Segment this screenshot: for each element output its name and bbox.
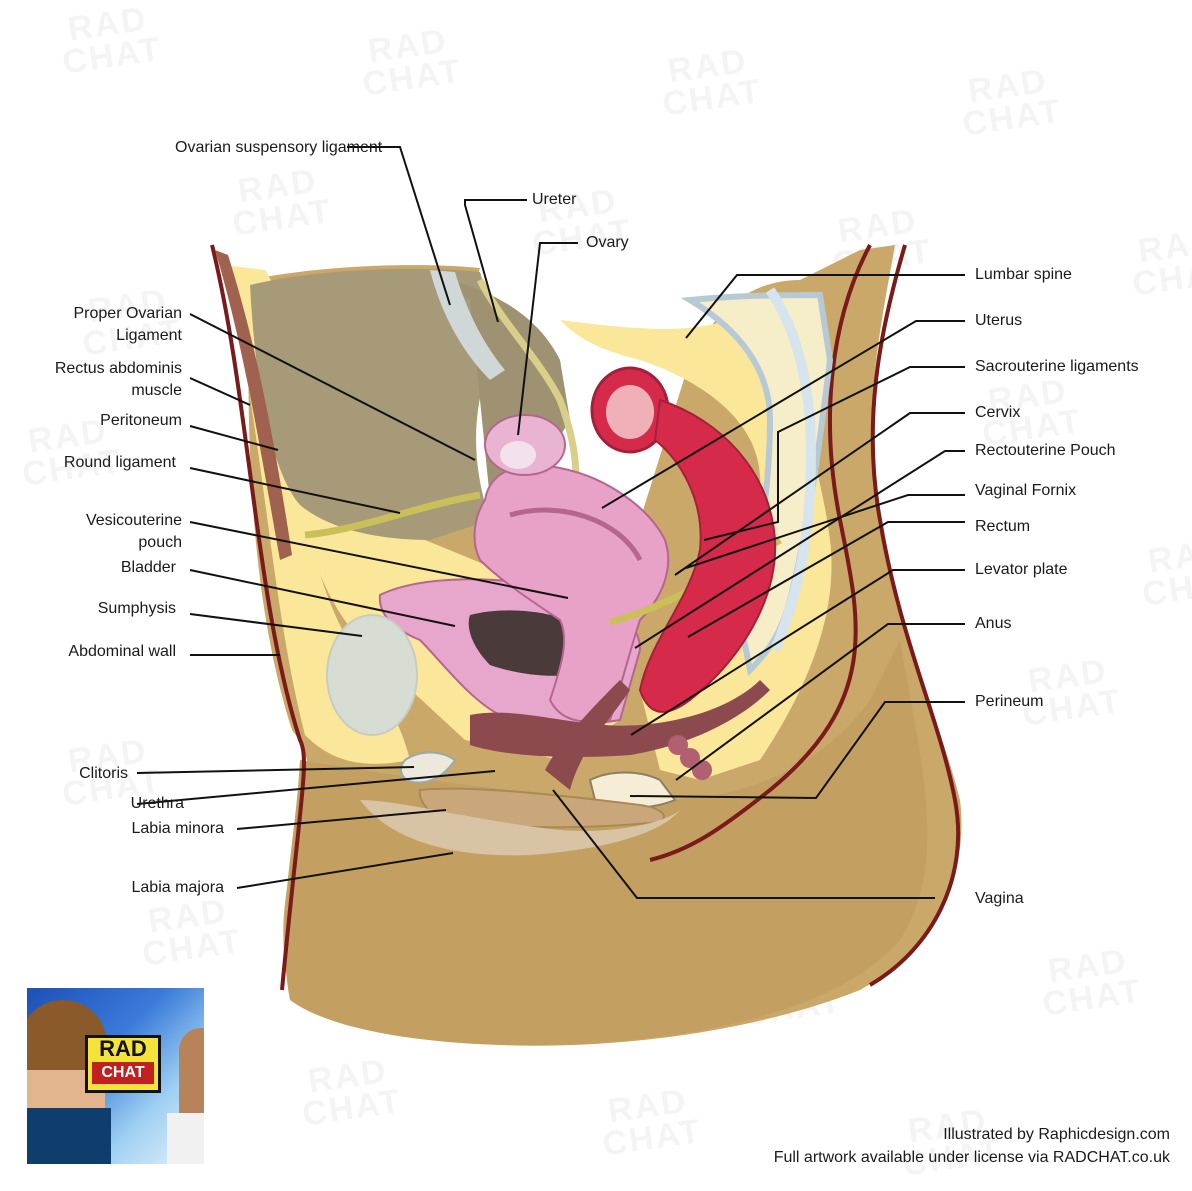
leader-proper-ovarian <box>189 313 476 461</box>
ovary-inner <box>500 441 536 469</box>
front-outline <box>210 244 306 991</box>
label-levator-plate: Levator plate <box>975 561 1068 578</box>
leader-clitoris <box>136 766 415 774</box>
clitoris-shape <box>399 751 457 784</box>
label-proper-ovarian-ligament: Proper Ovarian Ligament <box>73 305 183 344</box>
leader-lumbar-spine <box>685 274 965 339</box>
leader-rectouterine <box>634 450 965 649</box>
abdominal-cavity <box>250 268 500 540</box>
label-urethra: Urethra <box>130 795 184 812</box>
credit-license: Full artwork available under license via… <box>773 1149 1170 1166</box>
leader-urethra <box>136 770 496 805</box>
label-ovarian-suspensory: Ovarian suspensory ligament <box>175 139 383 156</box>
vagina-shape <box>545 680 630 790</box>
label-sumphysis: Sumphysis <box>97 600 176 617</box>
colon-lumen <box>606 385 654 439</box>
radchat-sign: RAD CHAT <box>85 1035 161 1093</box>
label-vesicouterine-pouch: Vesicouterine pouch <box>85 512 182 551</box>
leader-rectum <box>687 521 965 638</box>
label-ureter: Ureter <box>532 191 577 208</box>
logo-rad-text: RAD <box>99 1036 147 1061</box>
symphysis-shape <box>326 614 418 736</box>
back-inner-outline <box>649 244 872 862</box>
leader-round-ligament <box>189 467 401 514</box>
label-labia-majora: Labia majora <box>131 879 225 896</box>
label-peritoneum: Peritoneum <box>100 412 182 429</box>
label-anus: Anus <box>975 615 1012 632</box>
anus-node-1 <box>668 735 688 755</box>
label-rectouterine-pouch: Rectouterine Pouch <box>975 442 1116 459</box>
label-uterus: Uterus <box>975 312 1023 329</box>
label-cervix: Cervix <box>975 404 1021 421</box>
leader-vagina <box>552 789 935 899</box>
rectus-muscle <box>215 250 292 560</box>
label-vagina: Vagina <box>975 890 1024 907</box>
leader-ovary <box>517 242 578 436</box>
label-clitoris: Clitoris <box>79 765 128 782</box>
round-ligament-shape <box>304 491 481 539</box>
ureter-shape <box>476 278 580 501</box>
label-rectus-abdominis: Rectus abdominis muscle <box>54 360 182 399</box>
logo-chat-text: CHAT <box>92 1062 154 1084</box>
credit-illustrator: Illustrated by Raphicdesign.com <box>943 1126 1170 1143</box>
label-lumbar-spine: Lumbar spine <box>975 266 1072 283</box>
label-round-ligament: Round ligament <box>63 454 176 471</box>
leader-labia-majora <box>236 852 454 889</box>
suspensory-ligament-shape <box>430 270 505 380</box>
levator-plate-shape <box>470 680 770 757</box>
back-outline <box>868 244 961 987</box>
label-abdominal-wall: Abdominal wall <box>68 643 176 660</box>
leader-vaginal-fornix <box>685 494 965 569</box>
label-vaginal-fornix: Vaginal Fornix <box>975 482 1077 499</box>
leader-rectus <box>189 377 251 406</box>
radchat-logo-photo: RAD CHAT <box>27 988 204 1164</box>
fat-back <box>560 300 832 780</box>
leader-bladder <box>189 569 456 627</box>
leader-perineum <box>629 701 965 800</box>
label-bladder: Bladder <box>120 559 176 576</box>
presenter-left-shirt <box>27 1108 111 1164</box>
leader-vesicouterine <box>189 521 569 599</box>
label-labia-minora: Labia minora <box>131 820 225 837</box>
presenter-right-shirt <box>167 1113 204 1164</box>
uterine-cavity <box>509 507 643 562</box>
leader-sacrouterine <box>703 366 965 541</box>
leader-peritoneum <box>189 425 279 451</box>
label-ovary: Ovary <box>586 234 629 251</box>
label-rectum: Rectum <box>975 518 1031 535</box>
leader-cervix <box>674 412 965 576</box>
leader-uterus <box>601 320 965 509</box>
label-sacrouterine: Sacrouterine ligaments <box>975 358 1139 375</box>
leader-anus <box>675 623 965 781</box>
leader-ureter <box>464 199 527 323</box>
spinal-canal <box>765 287 816 652</box>
labia-majora-shape <box>360 800 680 856</box>
label-perineum: Perineum <box>975 693 1044 710</box>
leader-labia-minora <box>236 809 447 830</box>
leader-levator <box>630 569 965 736</box>
leader-sumphysis <box>189 613 363 637</box>
leader-ovarian-suspensory <box>347 146 451 306</box>
